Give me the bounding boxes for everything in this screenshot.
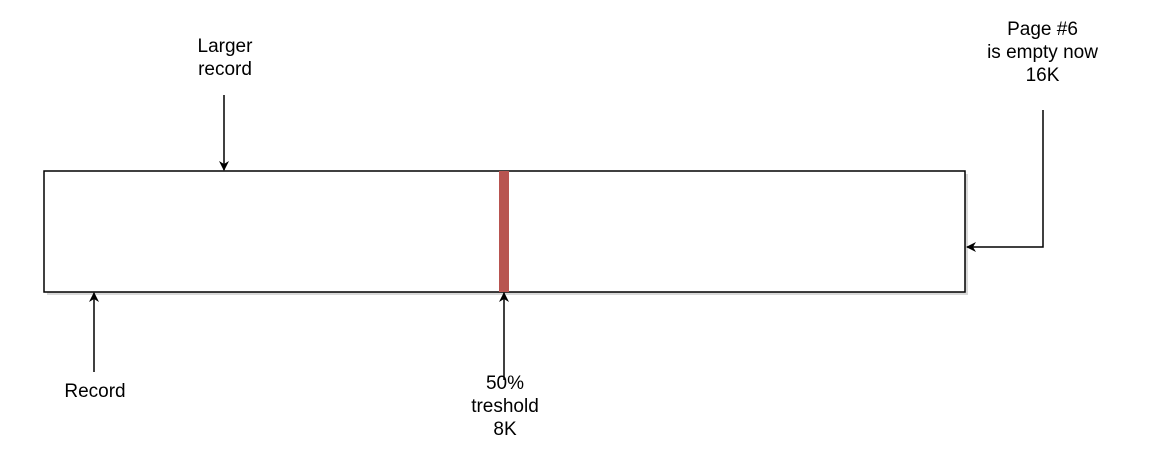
page-empty-label-line-1: Page #6 xyxy=(1007,19,1078,40)
record-label: Record xyxy=(45,380,145,403)
larger-record-label: Larger record xyxy=(170,35,280,81)
threshold-label-line-2: treshold xyxy=(471,396,539,417)
larger-record-label-line-2: record xyxy=(198,59,252,80)
threshold-label-line-3: 8K xyxy=(493,419,517,440)
larger-record-label-line-1: Larger xyxy=(197,36,253,57)
page-empty-arrow xyxy=(966,110,1044,252)
page-empty-label-line-2: is empty now xyxy=(987,42,1098,63)
record-label-line-1: Record xyxy=(64,381,126,402)
threshold-label-line-1: 50% xyxy=(485,373,525,394)
threshold-label: 50% treshold 8K xyxy=(445,372,565,441)
threshold-marker xyxy=(499,171,509,292)
page-empty-label: Page #6 is empty now 16K xyxy=(960,18,1125,87)
page-empty-label-line-3: 16K xyxy=(1025,65,1060,86)
